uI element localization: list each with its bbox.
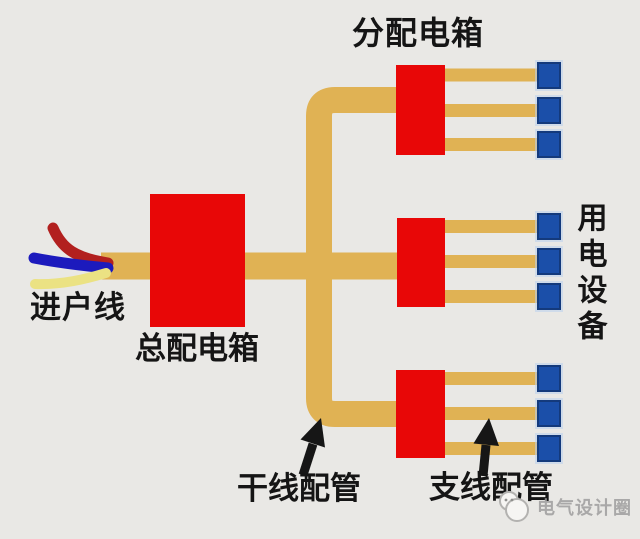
- device-square: [537, 365, 561, 392]
- device-square: [537, 62, 561, 89]
- main-distribution-box: [150, 194, 245, 327]
- label-electrical-equipment: 用电设备: [572, 202, 606, 346]
- sub-distribution-box-middle: [397, 218, 445, 307]
- entry-wire-red: [47, 222, 114, 269]
- label-distribution-box: 分配电箱: [352, 15, 485, 51]
- label-service-entrance-line: 进户线: [30, 290, 126, 325]
- entry-wire-yellow: [30, 268, 111, 290]
- device-square: [537, 435, 561, 462]
- label-trunk-conduit: 干线配管: [237, 471, 361, 506]
- device-square: [537, 400, 561, 427]
- watermark: 电气设计圈: [496, 490, 632, 524]
- entry-wire-blue: [28, 252, 114, 274]
- sub-distribution-box-bottom: [396, 370, 445, 458]
- trunk-conduit-arrow-icon: [298, 418, 325, 477]
- trunk-conduit-line: [306, 87, 398, 427]
- device-square: [537, 248, 561, 275]
- watermark-text: 电气设计圈: [537, 498, 632, 518]
- device-square: [537, 213, 561, 240]
- device-square: [537, 97, 561, 124]
- label-branch-conduit: 支线配管: [429, 470, 553, 505]
- watermark-logo-icon: [499, 491, 529, 522]
- label-main-distribution-box: 总配电箱: [135, 331, 259, 366]
- device-square: [537, 283, 561, 310]
- branch-conduit-arrow-icon: [473, 418, 499, 477]
- device-square: [537, 131, 561, 158]
- sub-distribution-box-top: [396, 65, 445, 155]
